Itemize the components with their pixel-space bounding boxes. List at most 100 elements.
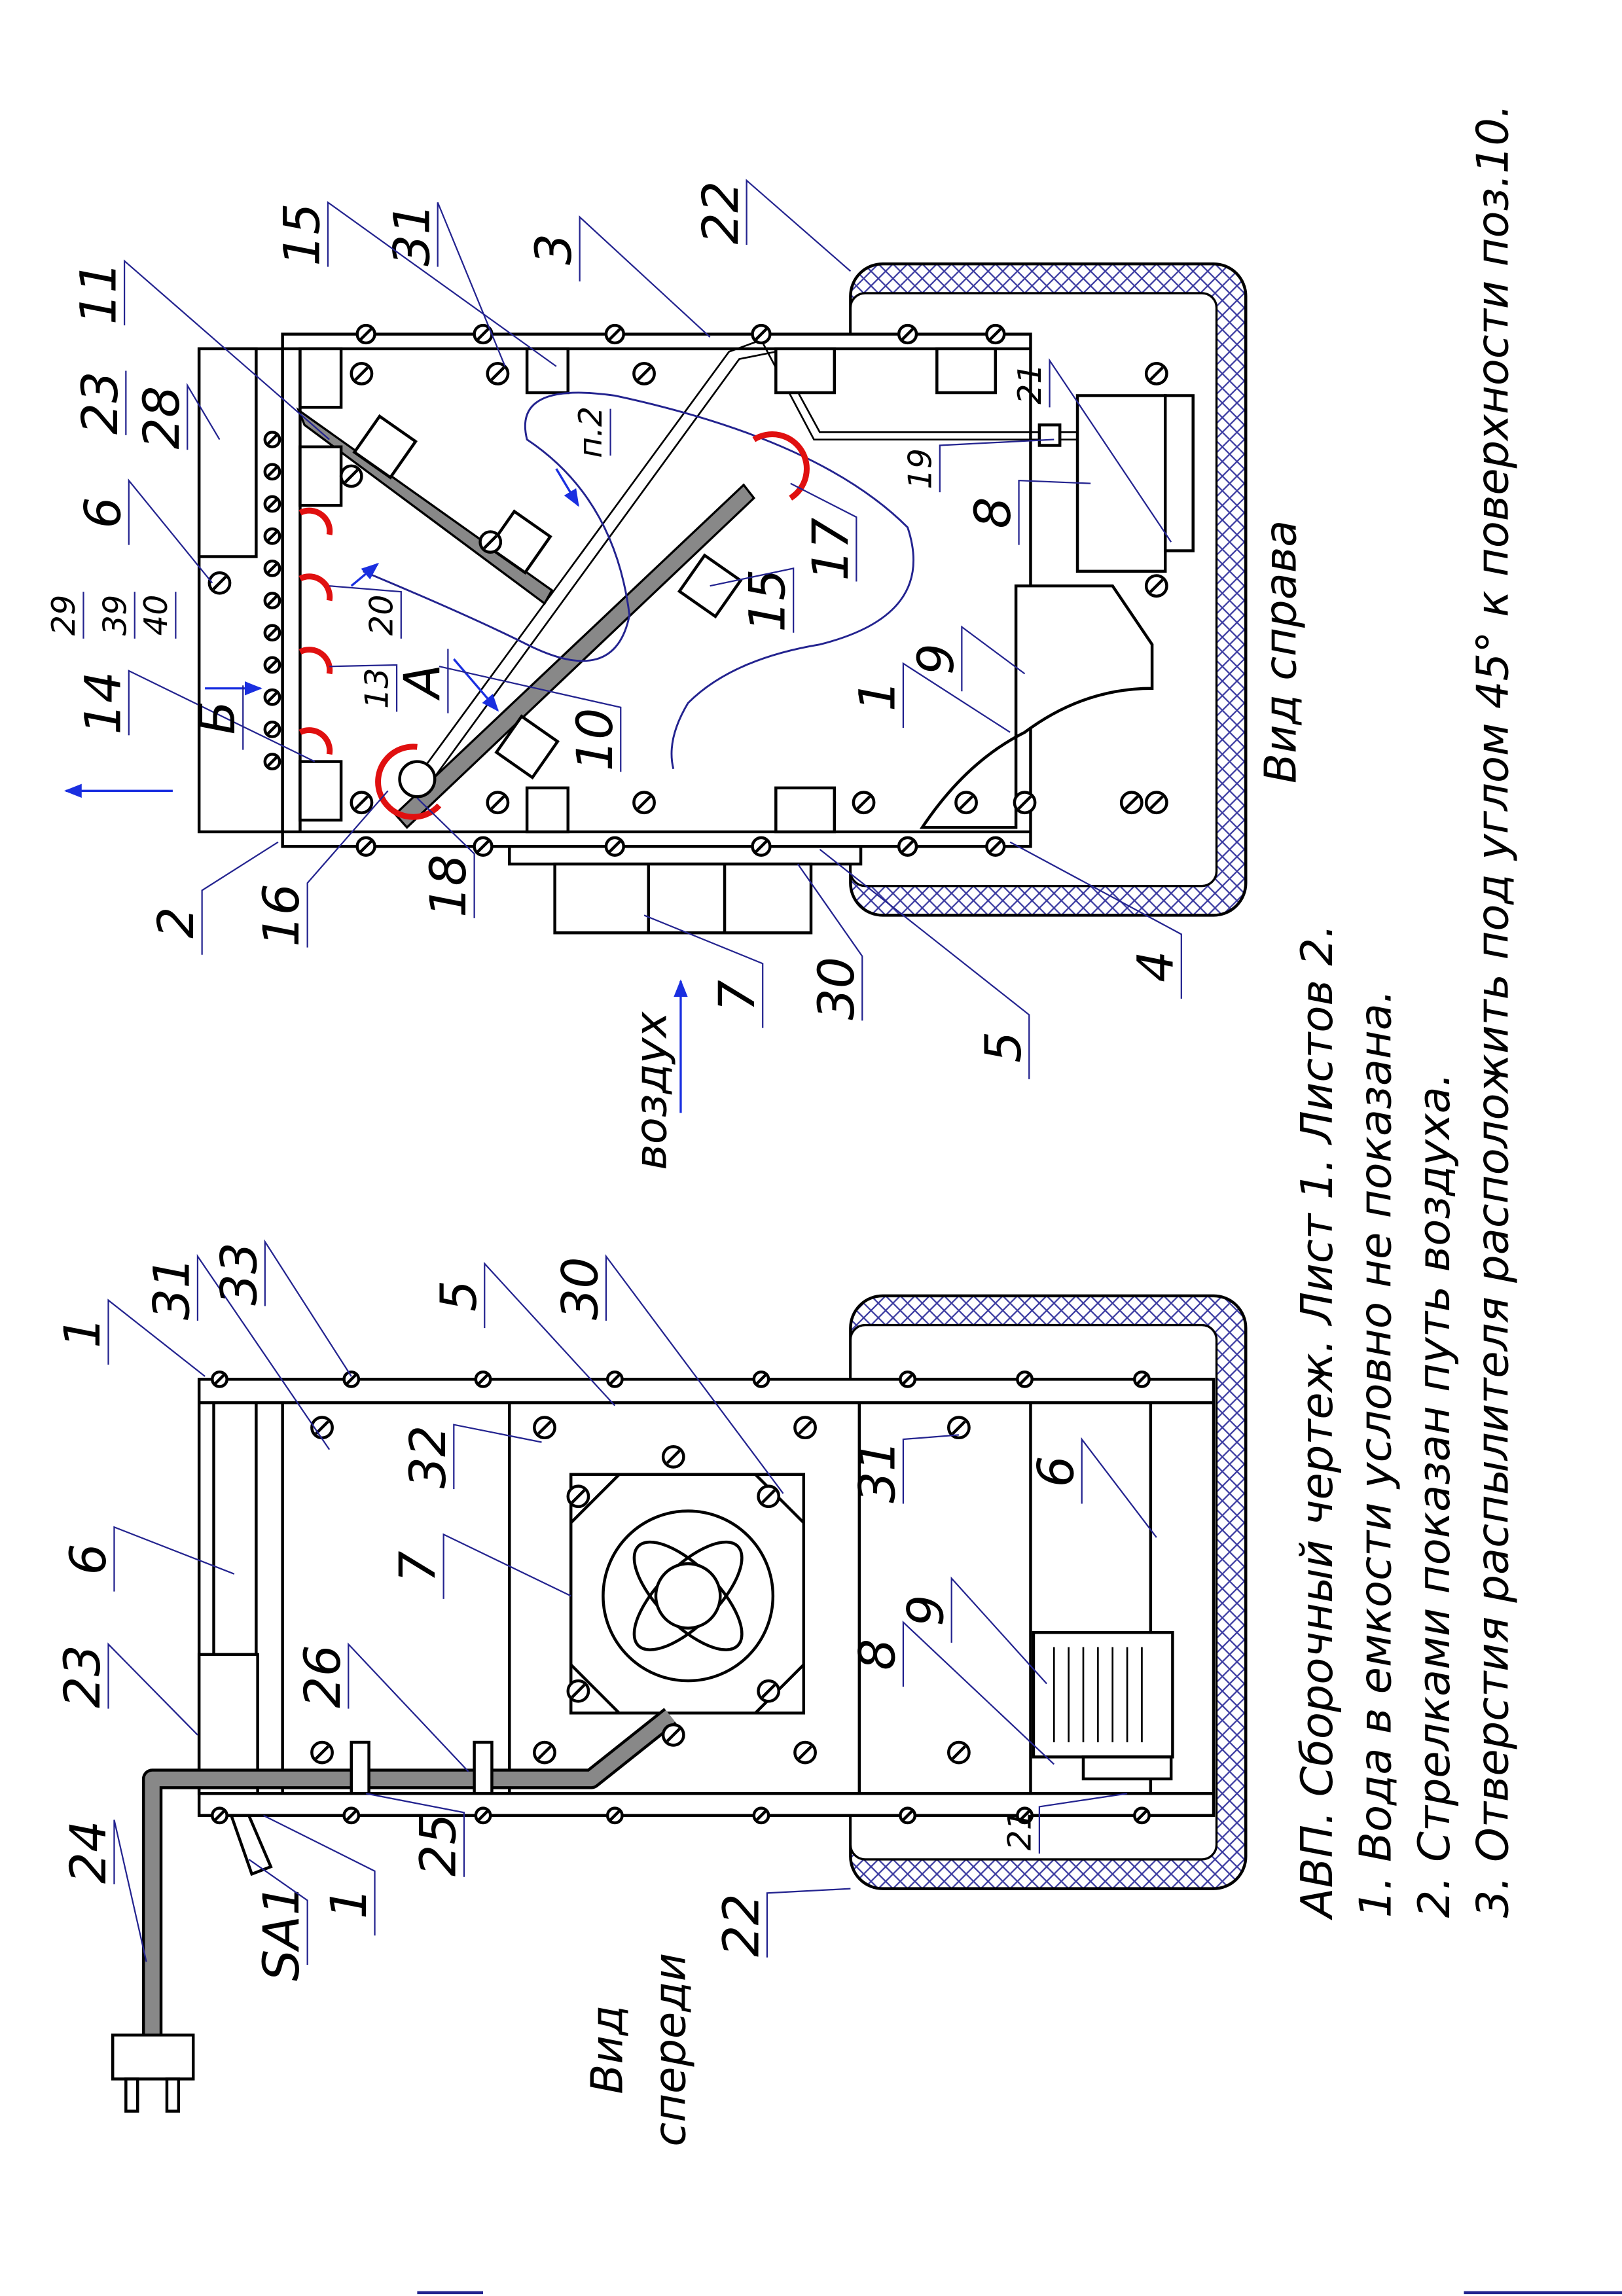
leader-line [113,1820,147,1962]
callout-label: 28 [132,386,190,450]
leader-line [1038,1793,1128,1854]
leader-line [643,914,764,1028]
bar-10 [393,483,756,829]
air-label: воздух [626,1011,677,1170]
callout-label: 18 [419,854,477,918]
callout-label: 30 [807,957,865,1020]
callout-label: 1 [53,1317,111,1348]
callout-label: 6 [59,1543,117,1575]
fan-7-side [553,862,813,935]
leader-line [187,382,221,450]
leader-line [327,201,557,367]
callout-label: 1 [319,1888,378,1919]
callout-label: 25 [409,1813,467,1876]
callout-label: 6 [1026,1456,1085,1487]
callout-label: 15 [738,569,797,632]
callout-label: 8 [964,497,1022,528]
callout-label: 15 [273,203,331,266]
callout-label: п.2 [571,406,609,458]
callout-label: 31 [143,1257,201,1320]
callout-label: 13 [358,668,396,709]
brackets [298,347,998,834]
callout-label: 23 [53,1645,111,1708]
leader-line [1009,841,1182,999]
callout-label: Б [188,700,246,734]
air-arrow [453,658,499,712]
callout-label: 3 [524,234,583,265]
leader-line [128,478,213,584]
front-view-caption: Вид [581,2005,632,2094]
leader-line [1018,480,1091,545]
leader-line [306,790,389,948]
leader-line [107,1299,206,1377]
air-arrow [350,562,380,587]
leader-line [348,1642,469,1772]
leader-line [113,1526,235,1592]
leader-line [902,1621,1055,1765]
callout-label: 40 [137,595,175,636]
callout-label: 32 [399,1426,457,1489]
callout-label: 9 [896,1595,954,1626]
callout-label: 29 [45,595,82,636]
leader-line [264,1239,352,1377]
spray-arcs [298,431,810,820]
callout-label: 5 [974,1031,1032,1062]
leader-line [1049,358,1172,543]
callout-label: 39 [96,595,134,636]
pipe-18 [398,760,437,798]
leader-line [128,670,315,762]
callout-label: SA1 [252,1884,310,1981]
leader-line [579,215,711,338]
leader-line [961,625,1026,692]
leader-line [746,179,852,272]
right-view-caption: Вид справа [1255,520,1306,783]
leader-line [123,259,330,440]
block-28 [197,347,258,558]
leader-line [819,848,1030,1079]
callout-label: 31 [382,203,441,266]
callout-label: 17 [801,518,859,581]
callout-label: 2 [147,906,205,938]
leader-line [710,567,795,633]
leader-line [902,662,1011,733]
leader-line [437,202,506,367]
callout-label: 6 [73,497,132,528]
leader-line [766,1888,851,1958]
plate-5 [508,845,863,866]
leader-line [365,1793,465,1877]
note-2: 2. Стрелками показан путь воздуха. [1409,1073,1460,1918]
callout-label: 1 [848,680,906,711]
callout-label: 24 [59,1820,117,1884]
note-3: 3. Отверстия распылителя расположить под… [1468,104,1519,1918]
screws [207,323,1168,857]
clamps-25-26 [350,1740,494,1795]
callout-label: 33 [209,1242,268,1306]
air-path [363,391,914,770]
leader-line [329,585,402,639]
callout-label: 22 [712,1893,770,1957]
callout-label: 30 [550,1257,609,1320]
callout-label: 31 [848,1440,906,1503]
callout-label: 7 [388,1551,446,1582]
callout-label: 9 [907,643,965,675]
leader-line [902,1434,959,1504]
callout-label: 19 [901,448,939,490]
leader-line [605,1254,784,1494]
screws [211,1370,1151,1825]
callout-label: 20 [362,595,400,636]
note-1: 1. Вода в емкости условно не показана. [1350,990,1401,1918]
air-arrow [555,468,579,507]
callout-label: 14 [73,672,132,735]
callout-label: A [393,664,451,702]
callout-label: 10 [566,708,624,772]
callout-label: 21 [1011,363,1049,404]
callout-label: 16 [252,884,310,947]
leader-line [484,1261,616,1407]
callout-label: 4 [1126,950,1184,982]
leader-line [263,1814,376,1936]
leader-line [1081,1437,1157,1538]
leader-line [107,1642,198,1736]
leader-line [797,863,863,1021]
leader-line [329,664,398,712]
